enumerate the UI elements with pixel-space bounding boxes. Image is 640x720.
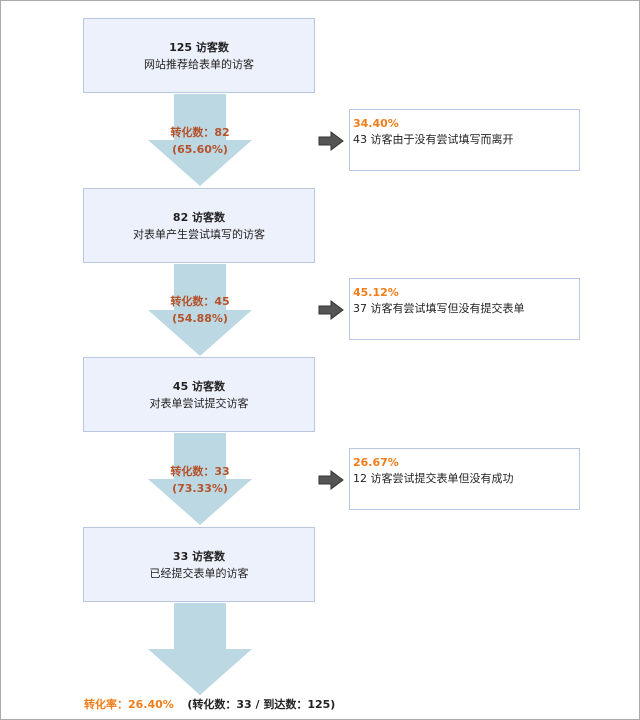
exit-2-percent: 45.12%	[353, 286, 399, 299]
exit-3-percent: 26.67%	[353, 456, 399, 469]
conversion-2-percent: (54.88%)	[172, 312, 228, 325]
funnel-stage-4: 33 访客数 已经提交表单的访客	[83, 527, 315, 602]
exit-3-text: 12 访客尝试提交表单但没有成功	[353, 472, 514, 485]
conversion-3-percent: (73.33%)	[172, 482, 228, 495]
exit-box-1: 34.40% 43 访客由于没有尝试填写而离开	[349, 109, 580, 171]
exit-2-text: 37 访客有尝试填写但没有提交表单	[353, 302, 525, 315]
conversion-1-count: 转化数：82	[170, 126, 230, 139]
down-arrow-icon	[148, 264, 252, 356]
conversion-2-count: 转化数：45	[170, 295, 230, 308]
stage-3-description: 对表单尝试提交访客	[149, 396, 249, 410]
conversion-label-1: 转化数：82 (65.60%)	[148, 124, 252, 158]
funnel-stage-1: 125 访客数 网站推荐给表单的访客	[83, 18, 315, 93]
stage-1-count: 125 访客数	[169, 40, 229, 54]
right-arrow-icon	[318, 300, 344, 320]
stage-3-count: 45 访客数	[172, 379, 226, 393]
stage-1-description: 网站推荐给表单的访客	[144, 57, 254, 71]
stage-4-description: 已经提交表单的访客	[149, 566, 249, 580]
down-arrow-icon	[148, 94, 252, 186]
exit-1-text: 43 访客由于没有尝试填写而离开	[353, 133, 514, 146]
conversion-rate: 转化率：26.40%	[84, 698, 174, 711]
stage-2-count: 82 访客数	[172, 210, 226, 224]
funnel-stage-2: 82 访客数 对表单产生尝试填写的访客	[83, 188, 315, 263]
down-arrow-icon	[148, 433, 252, 525]
exit-1-percent: 34.40%	[353, 117, 399, 130]
conversion-summary: 转化率：26.40% (转化数：33 / 到达数：125)	[84, 698, 335, 712]
exit-box-3: 26.67% 12 访客尝试提交表单但没有成功	[349, 448, 580, 510]
funnel-stage-3: 45 访客数 对表单尝试提交访客	[83, 357, 315, 432]
conversion-1-percent: (65.60%)	[172, 143, 228, 156]
right-arrow-icon	[318, 470, 344, 490]
conversion-3-count: 转化数：33	[170, 465, 230, 478]
conversion-detail: (转化数：33 / 到达数：125)	[187, 698, 336, 711]
down-arrow-icon	[148, 603, 252, 695]
conversion-label-2: 转化数：45 (54.88%)	[148, 293, 252, 327]
stage-4-count: 33 访客数	[172, 549, 226, 563]
conversion-label-3: 转化数：33 (73.33%)	[148, 463, 252, 497]
stage-2-description: 对表单产生尝试填写的访客	[133, 227, 265, 241]
exit-box-2: 45.12% 37 访客有尝试填写但没有提交表单	[349, 278, 580, 340]
right-arrow-icon	[318, 131, 344, 151]
